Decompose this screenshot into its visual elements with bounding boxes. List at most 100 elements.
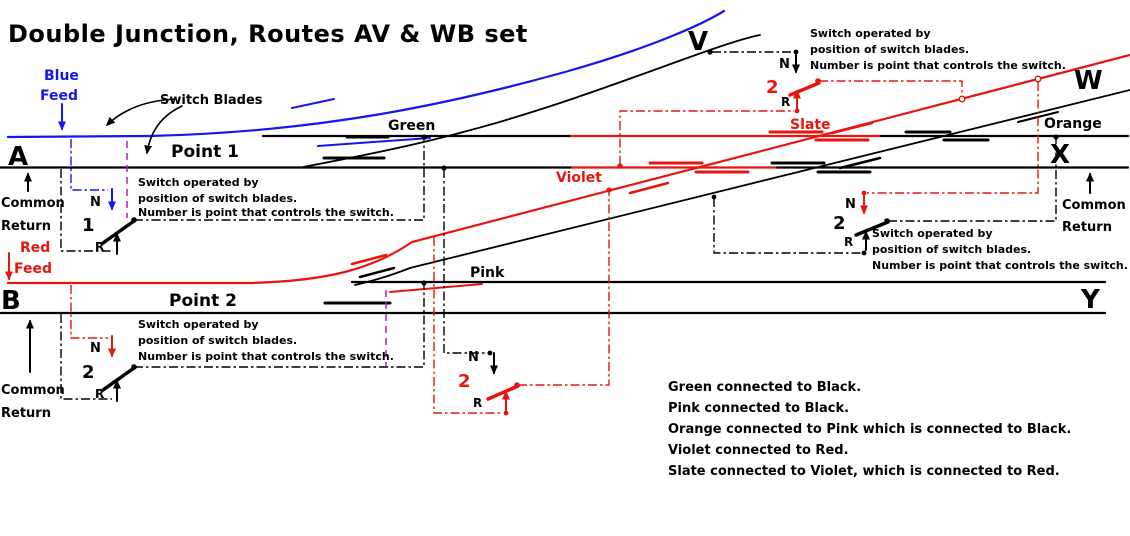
switch2-mid-number: 2 [458, 371, 471, 392]
switch-note-line: Number is point that controls the switch… [810, 59, 1066, 72]
connection-note: Slate connected to Violet, which is conn… [668, 464, 1060, 479]
switch-levers [101, 54, 890, 412]
switch2-slate-r-label: R [781, 95, 790, 109]
wire-black-to-n [443, 169, 488, 354]
wire-red-to-n [867, 82, 1039, 194]
point1-label: Point 1 [171, 142, 239, 162]
lever-pivot-dot [514, 382, 520, 388]
switch-note-line: Number is point that controls the switch… [138, 206, 394, 219]
wire-black-to-r [713, 198, 862, 254]
switch2-left-n-label: N [90, 341, 101, 356]
section-label-slate: Slate [790, 117, 831, 133]
red-switch-blade [389, 283, 483, 293]
wire-common-to-orange [888, 139, 1057, 222]
switch-lever [486, 384, 520, 401]
switch1-number: 1 [82, 215, 95, 236]
junction-dot [617, 163, 623, 169]
blade-mark [350, 253, 388, 266]
switch-blades-arrow [144, 105, 183, 155]
red-feed-label: Red [20, 240, 50, 256]
switch-note-line: Switch operated by [138, 176, 259, 189]
blade-links [126, 141, 387, 366]
switch-lever [854, 220, 890, 237]
junction-dot [711, 194, 717, 200]
lever-pivot-dot [131, 364, 137, 370]
switch-lever [788, 81, 821, 97]
junction-dot [794, 108, 800, 114]
switch-note-line: Switch operated by [810, 27, 931, 40]
blade-mark [291, 98, 335, 109]
common-return-label: Common [1062, 198, 1126, 213]
switch2-left-number: 2 [82, 362, 95, 383]
junction-dots [131, 49, 1059, 416]
lever-pivot-dot [884, 218, 890, 224]
switch2-left-r-label: R [95, 387, 104, 401]
switch-note-line: position of switch blades. [138, 192, 297, 205]
junction-dot [707, 49, 713, 55]
pointer-arrows [5, 98, 1094, 373]
common-return-label: Return [1, 219, 51, 234]
wire-common-to-pink [134, 284, 425, 368]
endpoint-a: A [8, 142, 28, 172]
wire-red-to-r [433, 237, 503, 414]
wire-return-to-r [60, 169, 112, 252]
section-label-pink: Pink [470, 265, 505, 281]
point2-label: Point 2 [169, 291, 237, 311]
lever-pivot-dot [131, 217, 137, 223]
junction-dot [1053, 134, 1059, 140]
switch2-slate-number: 2 [766, 77, 779, 98]
crossing-bar [838, 156, 882, 170]
endpoint-b: B [1, 286, 21, 316]
switch-blades-label: Switch Blades [160, 93, 263, 108]
page-title: Double Junction, Routes AV & WB set [8, 20, 528, 48]
rail-w-black [354, 89, 1130, 286]
switch2-slate-n-label: N [779, 57, 790, 72]
switch-note-line: Number is point that controls the switch… [872, 259, 1128, 272]
wire-common-to-green [134, 138, 425, 221]
section-label-orange: Orange [1044, 116, 1102, 132]
common-return-label: Return [1, 406, 51, 421]
junction-dot [503, 410, 509, 416]
wire-blue-feed-to-n [70, 139, 108, 191]
junction-ring [958, 95, 966, 103]
junction-dot [606, 187, 612, 193]
connection-note: Violet connected to Red. [668, 443, 849, 458]
switch2-mid-n-label: N [468, 350, 479, 365]
junction-dot [861, 250, 867, 256]
rail-red-feed-to-w [6, 53, 1130, 285]
lever-pivot-dot [815, 78, 821, 84]
wiring [60, 51, 1057, 414]
connection-note: Pink connected to Black. [668, 401, 849, 416]
blue-feed-label: Blue [44, 68, 79, 84]
red-feed-label: Feed [14, 261, 52, 277]
wire-violet-to-r [619, 110, 794, 165]
switch1-n-label: N [90, 195, 101, 210]
blade-mark [358, 266, 396, 279]
switch-note-line: position of switch blades. [138, 334, 297, 347]
switch2-orange-r-label: R [844, 235, 853, 249]
wire-common-to-violet [518, 191, 610, 386]
blue-switch-blade [317, 137, 431, 147]
junction-dot [421, 280, 427, 286]
common-return-label: Return [1062, 220, 1112, 235]
switch-note-line: Number is point that controls the switch… [138, 350, 394, 363]
junction-ring [1034, 75, 1042, 83]
crossing-bar [830, 121, 874, 135]
common-return-label: Common [1, 383, 65, 398]
endpoint-y: Y [1080, 285, 1101, 315]
blue-feed-label: Feed [40, 88, 78, 104]
connection-note: Orange connected to Pink which is connec… [668, 422, 1071, 437]
switch1-r-label: R [95, 240, 104, 254]
connection-note: Green connected to Black. [668, 380, 861, 395]
junction-dot [421, 134, 427, 140]
junction-dot [441, 165, 447, 171]
junction-dot [793, 49, 799, 55]
section-label-violet: Violet [556, 170, 602, 186]
wire-return-to-r [60, 314, 112, 400]
crossing-and-blade-marks [291, 98, 1059, 305]
wire-common-to-slate [819, 80, 963, 95]
switch2-orange-number: 2 [833, 213, 846, 234]
switch-note-line: position of switch blades. [872, 243, 1031, 256]
switch-note-line: Switch operated by [138, 318, 259, 331]
